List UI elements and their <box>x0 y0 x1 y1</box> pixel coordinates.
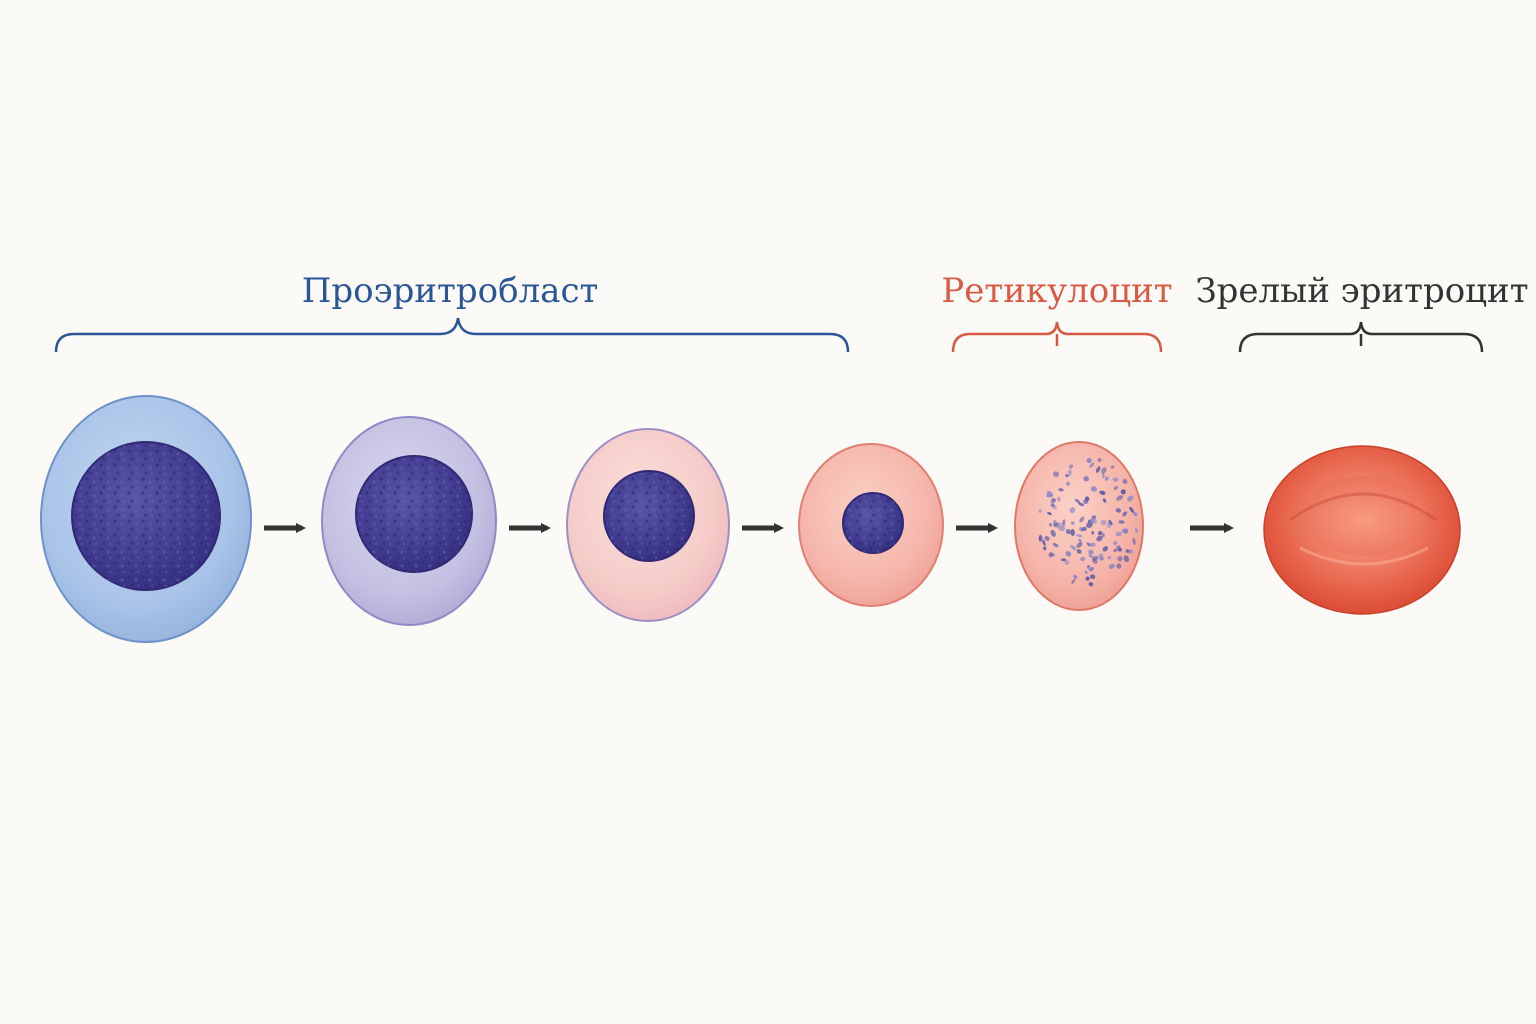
cell-proerythroblast <box>40 395 252 643</box>
group-label-proerythroblast: Проэритробласт <box>302 271 599 311</box>
cell-mature-erythrocyte <box>1263 445 1461 615</box>
cell-reticulocyte <box>1014 441 1144 611</box>
cell-orthochromatic-erythroblast <box>798 443 944 607</box>
bracket-proerythroblast <box>54 317 850 353</box>
reticulum-granules-icon <box>1038 457 1139 587</box>
bracket-reticulocyte <box>951 321 1163 353</box>
bracket-mature-erythrocyte <box>1238 321 1484 353</box>
cell-basophilic-erythroblast <box>321 416 497 626</box>
cell-polychromatic-erythroblast <box>566 428 730 622</box>
group-label-reticulocyte: Ретикулоцит <box>941 271 1172 311</box>
group-label-mature-erythrocyte: Зрелый эритроцит <box>1195 271 1528 311</box>
